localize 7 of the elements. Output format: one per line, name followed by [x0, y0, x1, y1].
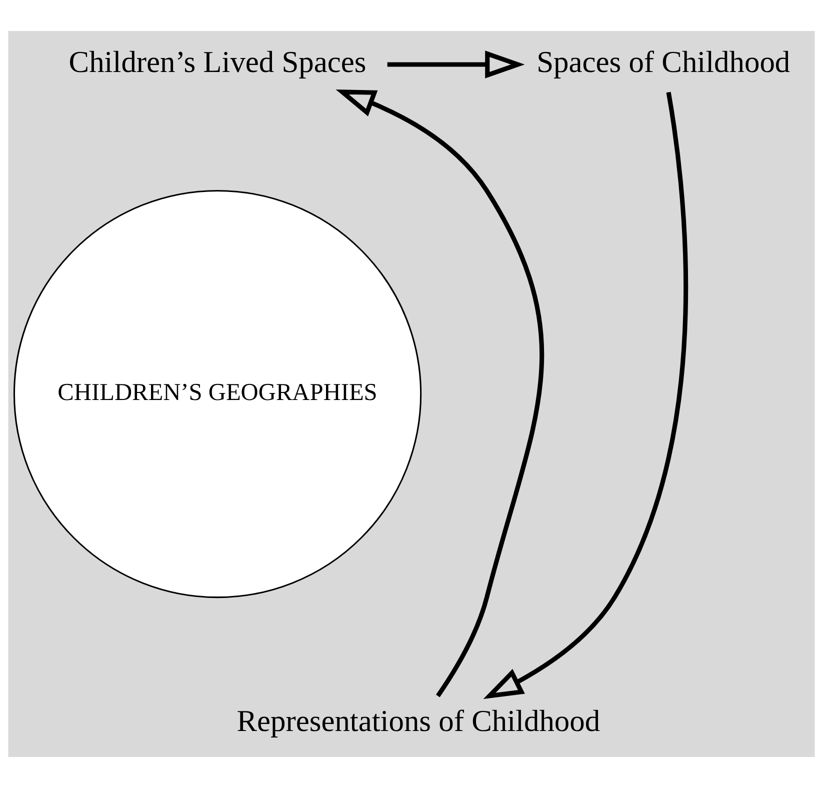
arrow	[336, 90, 544, 698]
node-text: Spaces of Childhood	[536, 45, 790, 80]
node-text: Representations of Childhood	[236, 704, 600, 738]
node-circle: CHILDREN’S GEOGRAPHIES	[13, 190, 422, 598]
arrow	[387, 50, 525, 78]
node-text: Children’s Lived Spaces	[68, 45, 366, 80]
arrow	[483, 92, 688, 699]
